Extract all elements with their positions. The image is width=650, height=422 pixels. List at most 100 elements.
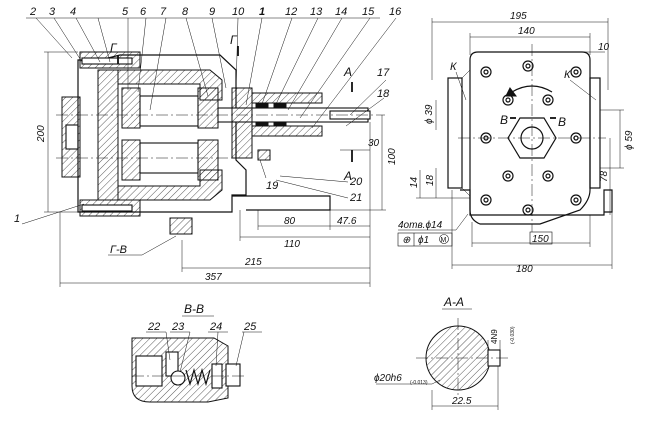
dim-14: 14 [409, 176, 420, 188]
dim-phi39: ϕ 39 [424, 104, 435, 124]
callout-22: 22 [147, 321, 160, 333]
letter-a-top: А [343, 65, 352, 79]
callout-4: 4 [70, 6, 76, 18]
letter-g-right: Г [230, 33, 238, 47]
callout-14: 14 [335, 6, 347, 18]
letter-k-left: К [450, 61, 457, 73]
dimension-110: 110 [239, 210, 370, 250]
right-flange [231, 87, 253, 159]
callout-17: 17 [377, 67, 390, 79]
upper-bush-right [197, 87, 219, 129]
left-port-boss [65, 124, 79, 150]
letter-b-left: В [500, 113, 508, 127]
svg-text:357: 357 [205, 272, 222, 283]
upper-gear [139, 95, 199, 127]
callout-18: 18 [377, 88, 390, 100]
dim-shaft-tol: (-0.013) [410, 380, 428, 386]
section-aa: А-А ϕ20h6 (-0.013) 22.5 4N9 (-0.030) [374, 295, 516, 410]
seal-ring-1 [255, 103, 269, 109]
side-base [460, 189, 613, 216]
seal-cover-top [251, 92, 323, 104]
svg-text:200: 200 [36, 125, 47, 143]
view-bb-title: В-В [184, 302, 204, 316]
callout-23: 23 [171, 321, 185, 333]
dimension-30: 30 [340, 138, 380, 151]
dim-10: 10 [598, 42, 610, 53]
inner-wall-left [97, 69, 119, 201]
callout-10: 10 [232, 6, 245, 18]
callout-20: 20 [349, 176, 363, 188]
callout-25: 25 [243, 321, 257, 333]
bb-spring [185, 367, 211, 387]
tolerance-frame [397, 232, 453, 247]
dimension-200: 200 [36, 51, 78, 213]
callout-19: 19 [266, 180, 278, 192]
svg-text:47.6: 47.6 [337, 216, 357, 227]
svg-text:30: 30 [368, 138, 380, 149]
top-leaders [26, 17, 397, 129]
plug-19 [257, 149, 271, 161]
bottom-bolt [81, 204, 133, 212]
view-aa-title: А-А [443, 295, 464, 309]
main-section-view: 2 3 4 5 6 7 8 9 10 1 12 13 14 15 16 17 1… [14, 6, 402, 287]
callout-8: 8 [182, 6, 189, 18]
seal-ring-2 [273, 103, 287, 109]
bb-screw-head [225, 363, 241, 387]
top-bolt [81, 57, 133, 65]
dim-key: 4N9 [490, 329, 499, 344]
callout-3: 3 [49, 6, 56, 18]
dim-195: 195 [510, 11, 527, 22]
callout-13: 13 [310, 6, 323, 18]
side-left-flange [447, 77, 463, 189]
dimension-80: 80 [257, 210, 331, 230]
svg-text:215: 215 [244, 257, 262, 268]
callout-9: 9 [209, 6, 215, 18]
dimension-357: 357 [59, 122, 371, 287]
seal-cover-bottom [251, 125, 323, 137]
section-label-gv: Г-В [110, 244, 127, 256]
dim-150-box [529, 231, 553, 245]
dim-shaft: ϕ20h6 [374, 373, 402, 384]
side-bolts [480, 60, 582, 216]
lower-gear [139, 142, 199, 174]
letter-g-left: Г [110, 41, 118, 55]
callout-1: 1 [14, 213, 20, 225]
base-foot [232, 195, 331, 211]
tolerance-value: ϕ1 [418, 235, 429, 246]
letter-b-right: В [558, 115, 566, 129]
callout-7: 7 [160, 6, 167, 18]
seal-ring-3 [255, 121, 269, 127]
callout-5: 5 [122, 6, 129, 18]
holes-note: 4отв.ϕ14 [398, 220, 443, 231]
bb-ball [170, 370, 186, 386]
callout-6: 6 [140, 6, 147, 18]
dimension-215: 215 [181, 240, 370, 272]
dim-phi59: ϕ 59 [624, 130, 635, 150]
gv-bolt-head [169, 217, 193, 235]
letter-k-right: К [564, 69, 571, 81]
dim-78: 78 [599, 170, 610, 182]
callout-15: 15 [362, 6, 375, 18]
svg-text:100: 100 [387, 148, 398, 165]
svg-text:110: 110 [284, 239, 300, 250]
lower-casing [117, 169, 223, 201]
side-right-flange [589, 77, 601, 189]
callout-16: 16 [389, 6, 402, 18]
upper-bush-left [121, 87, 141, 129]
dimension-47-6: 47.6 [330, 216, 370, 227]
tolerance-modifier: M [441, 237, 447, 244]
callout-12: 12 [285, 6, 297, 18]
callout-2: 2 [29, 6, 36, 18]
tolerance-modifier-circle [439, 234, 449, 244]
tolerance-symbol: ⊕ [402, 235, 411, 246]
lower-bush-left [121, 139, 141, 181]
callout-24: 24 [209, 321, 222, 333]
dim-18: 18 [425, 174, 436, 186]
callout-21: 21 [349, 192, 362, 204]
side-view: 195 140 10 [397, 11, 635, 275]
dim-180: 180 [516, 264, 533, 275]
section-bb: В-В 22 23 24 25 [131, 302, 262, 403]
dim-key-tol: (-0.030) [510, 326, 516, 344]
svg-text:80: 80 [284, 216, 296, 227]
dim-150: 150 [532, 234, 549, 245]
